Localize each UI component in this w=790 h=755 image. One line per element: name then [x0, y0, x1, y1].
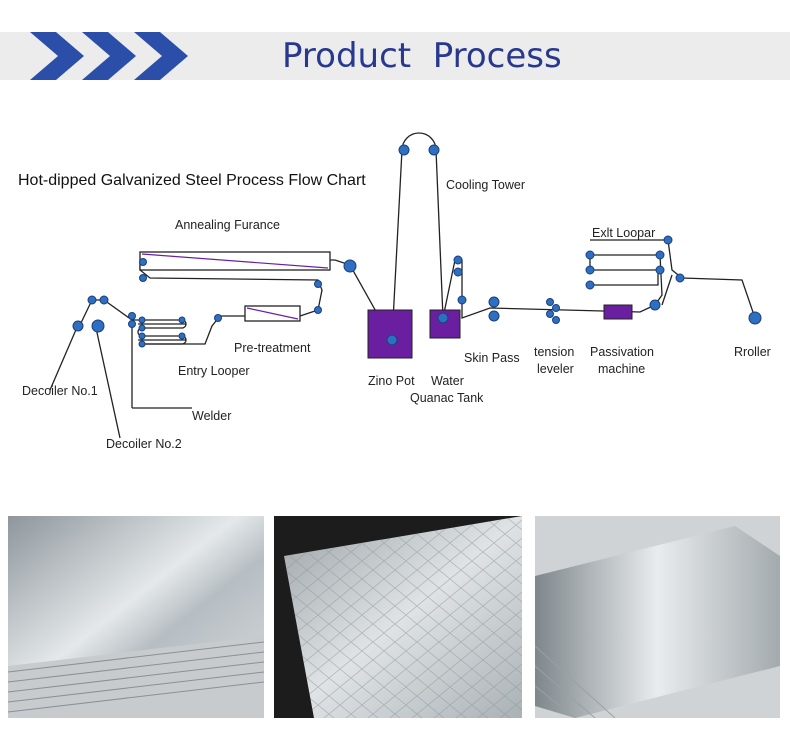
label-cooling-tower: Cooling Tower: [446, 178, 525, 192]
label-zinc-pot: Zino Pot: [368, 374, 415, 388]
label-tension: tension: [534, 345, 574, 359]
label-skin-pass: Skin Pass: [464, 351, 520, 365]
section-header: Product Process: [0, 32, 790, 80]
label-pretreatment: Pre-treatment: [234, 341, 311, 355]
process-flow-diagram: Hot-dipped Galvanized Steel Process Flow…: [18, 132, 771, 451]
label-decoiler-2: Decoiler No.2: [106, 437, 182, 451]
label-water: Water: [431, 374, 464, 388]
zinc-pot: [367, 309, 413, 359]
page-title: Product Process: [282, 36, 562, 76]
galvanized-sheet-photo-1: [8, 516, 264, 718]
label-machine: machine: [598, 362, 645, 376]
chevron-arrows-icon: [30, 32, 188, 80]
label-roller: Rroller: [734, 345, 771, 359]
diagram-title: Hot-dipped Galvanized Steel Process Flow…: [18, 172, 366, 189]
passivation-machine: [603, 304, 633, 320]
label-passivation: Passivation: [590, 345, 654, 359]
galvanized-sheet-photo-2: [535, 516, 780, 718]
label-welder: Welder: [192, 409, 231, 423]
label-entry-looper: Entry Looper: [178, 364, 250, 378]
label-exit-looper: Exlt Loopar: [592, 226, 655, 240]
roller-icons: [72, 144, 762, 348]
label-leveler: leveler: [537, 362, 574, 376]
label-decoiler-1: Decoiler No.1: [22, 384, 98, 398]
spangle-sheet-photo: [274, 516, 522, 718]
label-quench-tank: Quanac Tank: [410, 391, 484, 405]
label-annealing-furnace: Annealing Furance: [175, 218, 280, 232]
